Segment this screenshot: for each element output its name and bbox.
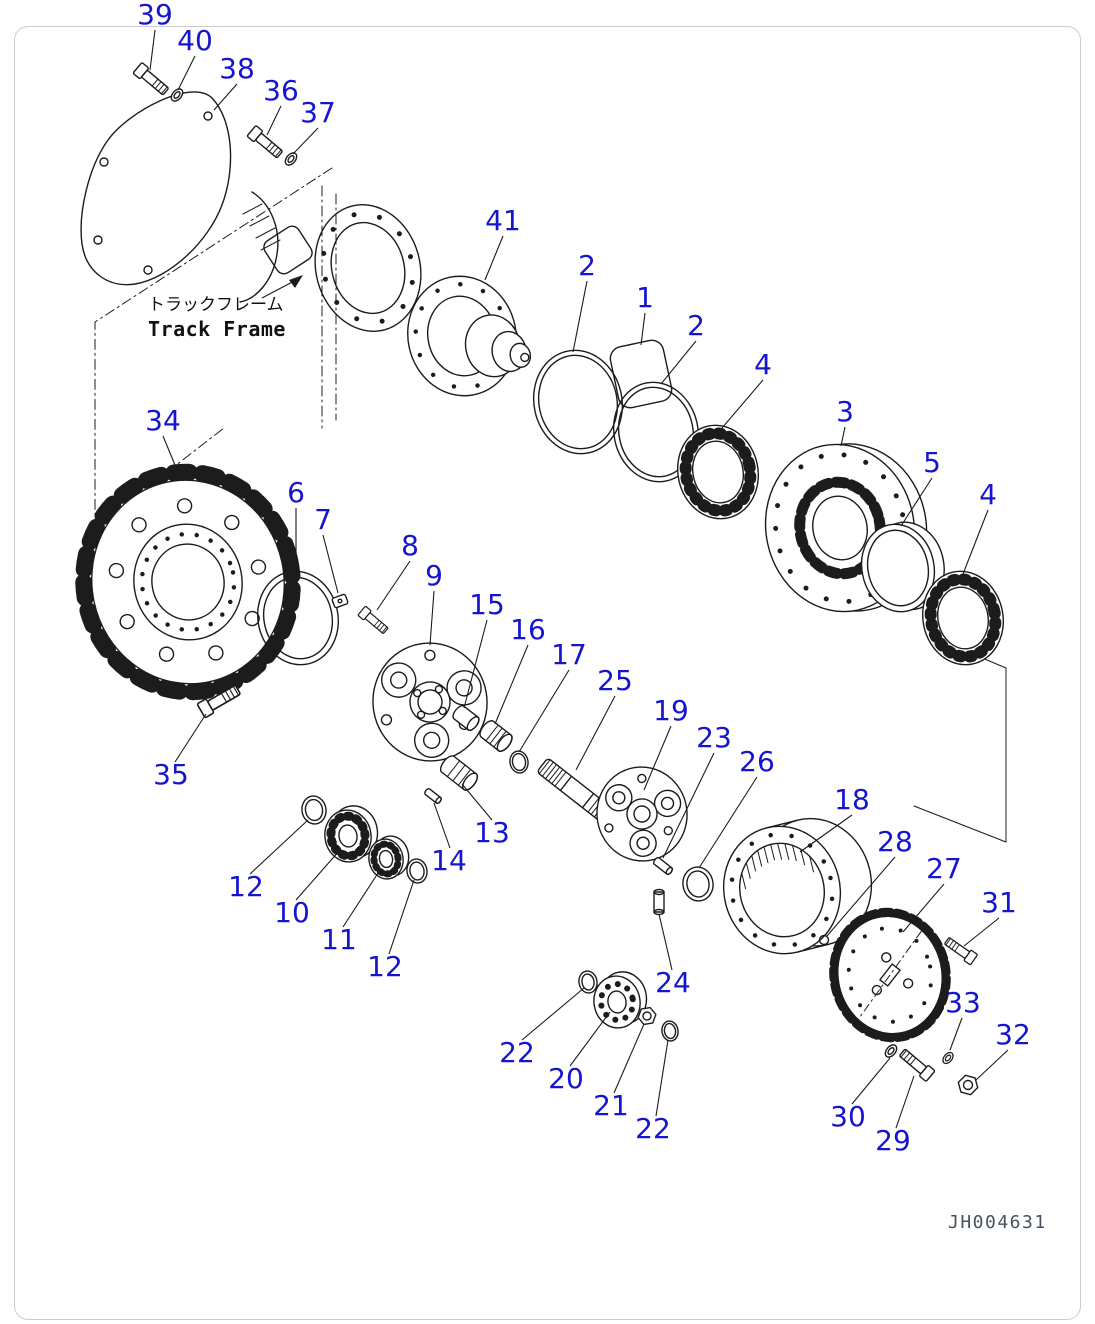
callout-15: 15 xyxy=(469,588,505,621)
callout-25: 25 xyxy=(597,664,633,697)
callout-4-b: 4 xyxy=(979,478,997,511)
callout-19: 19 xyxy=(653,694,689,727)
callout-34: 34 xyxy=(145,404,181,437)
part-cover-27 xyxy=(829,907,951,1043)
part-ring-26 xyxy=(682,866,714,902)
callout-32: 32 xyxy=(995,1018,1031,1051)
bolt-36 xyxy=(246,124,285,161)
callout-4-a: 4 xyxy=(754,348,772,381)
callout-36: 36 xyxy=(263,74,299,107)
callout-35: 35 xyxy=(153,758,189,791)
callout-20: 20 xyxy=(548,1062,584,1095)
track-frame-label-jp: トラックフレーム xyxy=(148,295,284,315)
callout-14: 14 xyxy=(431,844,467,877)
part-nut-21 xyxy=(637,1006,657,1026)
part-bearing-11 xyxy=(368,835,410,880)
part-bearing-10 xyxy=(324,805,379,863)
track-frame-label: トラックフレーム Track Frame xyxy=(148,275,303,341)
bolt-8 xyxy=(357,605,391,636)
part-roller-15 xyxy=(452,705,480,732)
callout-41: 41 xyxy=(485,204,521,237)
part-carrier-19 xyxy=(596,766,688,862)
callout-7: 7 xyxy=(314,503,332,536)
part-motor xyxy=(407,275,532,397)
bolt-32 xyxy=(957,1074,979,1096)
callout-1: 1 xyxy=(636,281,654,314)
callout-12-b: 12 xyxy=(367,950,403,983)
callout-30: 30 xyxy=(830,1100,866,1133)
track-frame-arrowhead xyxy=(289,275,303,288)
callout-37: 37 xyxy=(300,96,336,129)
part-ring-22a xyxy=(578,970,598,994)
part-seal-ring-2a xyxy=(532,349,624,455)
washer-33 xyxy=(940,1049,956,1067)
part-bearing-20 xyxy=(593,971,648,1029)
part-ring-12a xyxy=(301,795,327,825)
callout-8: 8 xyxy=(401,529,419,562)
callout-17: 17 xyxy=(551,638,587,671)
callout-28: 28 xyxy=(877,825,913,858)
callout-27: 27 xyxy=(926,852,962,885)
part-ring-12b xyxy=(406,858,428,884)
part-cover-plate xyxy=(80,91,232,286)
part-pin-14 xyxy=(424,787,442,805)
part-pin-23 xyxy=(653,856,674,876)
callout-6: 6 xyxy=(287,476,305,509)
callout-39: 39 xyxy=(137,0,173,31)
part-track-frame xyxy=(94,167,1007,843)
bolt-39 xyxy=(132,61,171,98)
callout-5: 5 xyxy=(923,446,941,479)
part-ring-gear xyxy=(722,817,873,955)
leader-lines xyxy=(149,29,1009,1129)
track-frame-label-en: Track Frame xyxy=(148,317,286,341)
callout-31: 31 xyxy=(981,886,1017,919)
callout-13: 13 xyxy=(474,816,510,849)
callout-11: 11 xyxy=(321,923,357,956)
callout-33: 33 xyxy=(945,986,981,1019)
callout-10: 10 xyxy=(274,896,310,929)
part-ring-22b xyxy=(661,1020,679,1042)
part-roller-13 xyxy=(439,755,479,791)
callout-22-b: 22 xyxy=(635,1112,671,1145)
part-pin-24 xyxy=(653,888,665,916)
part-bearing-4a xyxy=(676,424,760,520)
callout-40: 40 xyxy=(177,24,213,57)
part-plate-1 xyxy=(609,339,673,409)
part-ring-6 xyxy=(256,570,340,666)
callout-22-a: 22 xyxy=(499,1036,535,1069)
callout-2-b: 2 xyxy=(687,309,705,342)
callout-9: 9 xyxy=(425,559,443,592)
callout-38: 38 xyxy=(219,52,255,85)
callout-24: 24 xyxy=(655,966,691,999)
callout-29: 29 xyxy=(875,1124,911,1157)
drawing-number: JH004631 xyxy=(948,1212,1047,1233)
part-roller-16 xyxy=(479,720,513,752)
part-sprocket xyxy=(75,463,301,701)
part-ball-28 xyxy=(818,934,830,946)
part-ring-5 xyxy=(860,521,945,613)
callout-12-a: 12 xyxy=(228,870,264,903)
bolt-29 xyxy=(897,1046,936,1083)
callout-numbers: 39 40 38 36 37 41 2 1 2 4 3 5 4 34 6 7 8… xyxy=(137,0,1031,1157)
part-ring-17 xyxy=(509,750,529,774)
callout-2-a: 2 xyxy=(578,249,596,282)
part-bearing-4b xyxy=(921,570,1005,666)
part-seal-ring-2b xyxy=(612,381,700,483)
part-shaft-25 xyxy=(537,758,617,826)
callout-21: 21 xyxy=(593,1089,629,1122)
washer-30 xyxy=(882,1042,900,1060)
callout-16: 16 xyxy=(510,613,546,646)
callout-23: 23 xyxy=(696,721,732,754)
callout-3: 3 xyxy=(836,395,854,428)
part-clip-7 xyxy=(331,593,349,609)
callout-18: 18 xyxy=(834,783,870,816)
callout-26: 26 xyxy=(739,745,775,778)
part-carrier-9 xyxy=(372,642,488,762)
washer-37 xyxy=(282,150,300,168)
